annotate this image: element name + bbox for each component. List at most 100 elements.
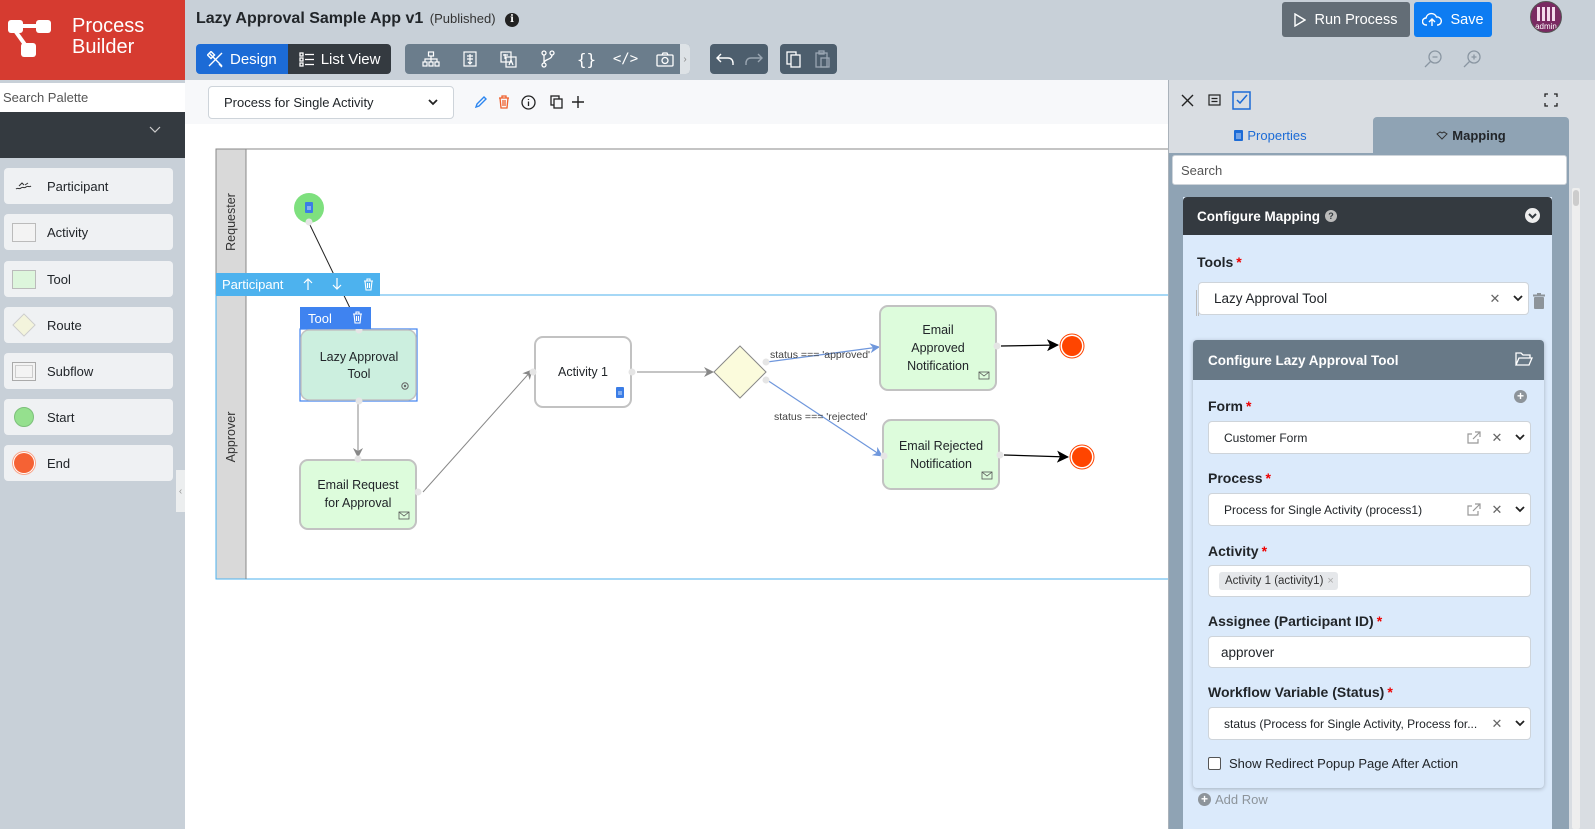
chevron-down-icon[interactable] [1514,720,1526,727]
list-view-button[interactable]: List View [287,44,392,74]
clear-icon[interactable]: ✕ [1491,501,1503,517]
add-row-button[interactable]: + Add Row [1198,792,1268,807]
translate-button[interactable] [489,44,528,74]
palette-item-start[interactable]: Start [4,399,173,435]
external-link-icon[interactable] [1466,430,1482,446]
palette-item-activity[interactable]: Activity [4,214,173,250]
node-email-rejected[interactable]: Email Rejected Notification [880,419,1004,490]
process-info-button[interactable] [519,93,537,111]
palette-item-label: End [47,455,71,471]
clear-icon[interactable]: ✕ [1491,429,1503,445]
info-icon[interactable]: i [505,13,519,27]
chevron-down-icon[interactable] [1512,295,1524,302]
handshake-icon [1436,130,1449,140]
copy-button[interactable] [780,44,809,74]
edge-route-approved[interactable] [766,343,880,363]
node-lazy-approval-tool[interactable]: Lazy Approval Tool [299,326,418,405]
palette-item-subflow[interactable]: Subflow [4,353,173,389]
node-email-request[interactable]: Email Request for Approval [299,455,422,530]
edge-route-rejected[interactable] [766,379,883,457]
palette-item-tool[interactable]: Tool [4,261,173,297]
edge-label-approved[interactable]: status === 'approved' [770,349,870,361]
screenshot-button[interactable] [645,44,684,74]
remove-tag-icon[interactable]: × [1327,575,1334,587]
chevron-down-icon[interactable] [1514,506,1526,513]
panel-view-button[interactable] [1204,90,1224,110]
node-email-approved[interactable]: Email Approved Notification [879,305,1001,391]
tools-select[interactable]: Lazy Approval Tool ✕ [1198,282,1529,315]
palette-item-participant[interactable]: Participant [4,168,173,204]
close-panel-button[interactable] [1177,90,1197,110]
tab-properties[interactable]: Properties [1169,117,1372,153]
redirect-popup-option[interactable]: Show Redirect Popup Page After Action [1208,756,1458,771]
palette-search-input[interactable] [0,83,185,112]
configure-mapping-header[interactable]: Configure Mapping ? [1183,197,1552,235]
form-select[interactable]: Customer Form ✕ [1208,421,1531,454]
process-select[interactable]: Process for Single Activity [208,86,454,119]
paste-button[interactable] [809,44,838,74]
delete-tool-button[interactable] [352,311,366,325]
configure-tool-header[interactable]: Configure Lazy Approval Tool [1193,340,1544,380]
clear-icon[interactable]: ✕ [1491,715,1503,731]
palette-category-dropdown[interactable] [0,112,185,158]
design-view-button[interactable]: Design [196,44,288,74]
palette-item-route[interactable]: Route [4,307,173,343]
edge-email-request-to-activity[interactable] [422,369,533,493]
node-activity-1[interactable]: Activity 1 [529,336,636,408]
activity-multiselect[interactable]: Activity 1 (activity1) × [1208,565,1531,597]
align-button[interactable] [450,44,489,74]
auto-layout-button[interactable] [411,44,450,74]
redo-button[interactable] [739,44,768,74]
zoom-in-button[interactable] [1462,48,1484,70]
edge-label-rejected[interactable]: status === 'rejected' [774,411,868,423]
expand-panel-button[interactable] [1541,90,1561,110]
end-node-approved[interactable] [1059,333,1085,359]
trash-icon[interactable] [1533,293,1545,309]
collapse-toggle-icon[interactable] [1525,208,1540,223]
end-node-rejected[interactable] [1069,444,1095,470]
edge-approved-to-end[interactable] [1000,339,1059,352]
scrollbar-thumb[interactable] [1573,190,1579,206]
undo-button[interactable] [710,44,739,74]
redirect-popup-checkbox[interactable] [1208,757,1221,770]
process-field-select[interactable]: Process for Single Activity (process1) ✕ [1208,493,1531,526]
chevron-down-icon [149,126,161,133]
add-form-button[interactable]: + [1514,390,1527,403]
participant-selection-bar[interactable]: Participant [216,273,380,296]
zoom-out-button[interactable] [1423,48,1445,70]
source-code-button[interactable]: </> [606,44,645,74]
edit-process-button[interactable] [472,93,490,111]
duplicate-process-button[interactable] [548,93,566,111]
start-node[interactable] [294,193,324,226]
delete-process-button[interactable] [495,93,513,111]
tab-mapping[interactable]: Mapping [1373,117,1569,153]
branch-button[interactable] [528,44,567,74]
add-process-button[interactable] [569,93,587,111]
chevron-down-icon[interactable] [1514,434,1526,441]
node-route[interactable] [713,345,770,399]
edge-rejected-to-end[interactable] [1003,450,1069,463]
help-icon[interactable]: ? [1324,210,1337,222]
assignee-input[interactable] [1208,636,1531,668]
delete-participant-button[interactable] [361,277,375,291]
lane-requester[interactable]: Requester [215,148,1168,296]
panel-check-button[interactable] [1231,90,1251,110]
move-up-button[interactable] [301,277,315,291]
diagram-canvas[interactable]: Process for Single Activity Reques [185,80,1168,829]
variables-button[interactable]: {} [567,44,606,74]
external-link-icon[interactable] [1466,502,1482,518]
toolbar-scroll-right[interactable]: › [680,44,690,74]
run-process-button[interactable]: Run Process [1282,2,1410,37]
workflow-variable-select[interactable]: status (Process for Single Activity, Pro… [1208,707,1531,740]
move-down-button[interactable] [330,277,344,291]
tool-selection-bar[interactable]: Tool [300,307,371,329]
collapse-palette-handle[interactable]: ‹ [176,470,185,512]
brand-logo-area[interactable]: Process Builder [0,0,185,80]
save-button[interactable]: Save [1414,2,1492,37]
user-avatar[interactable]: admin [1530,1,1562,33]
clear-icon[interactable]: ✕ [1489,290,1501,306]
panel-scrollbar[interactable] [1572,188,1580,829]
property-search-input[interactable] [1172,155,1567,185]
palette-item-end[interactable]: End [4,445,173,481]
tab-properties-label: Properties [1247,127,1307,143]
